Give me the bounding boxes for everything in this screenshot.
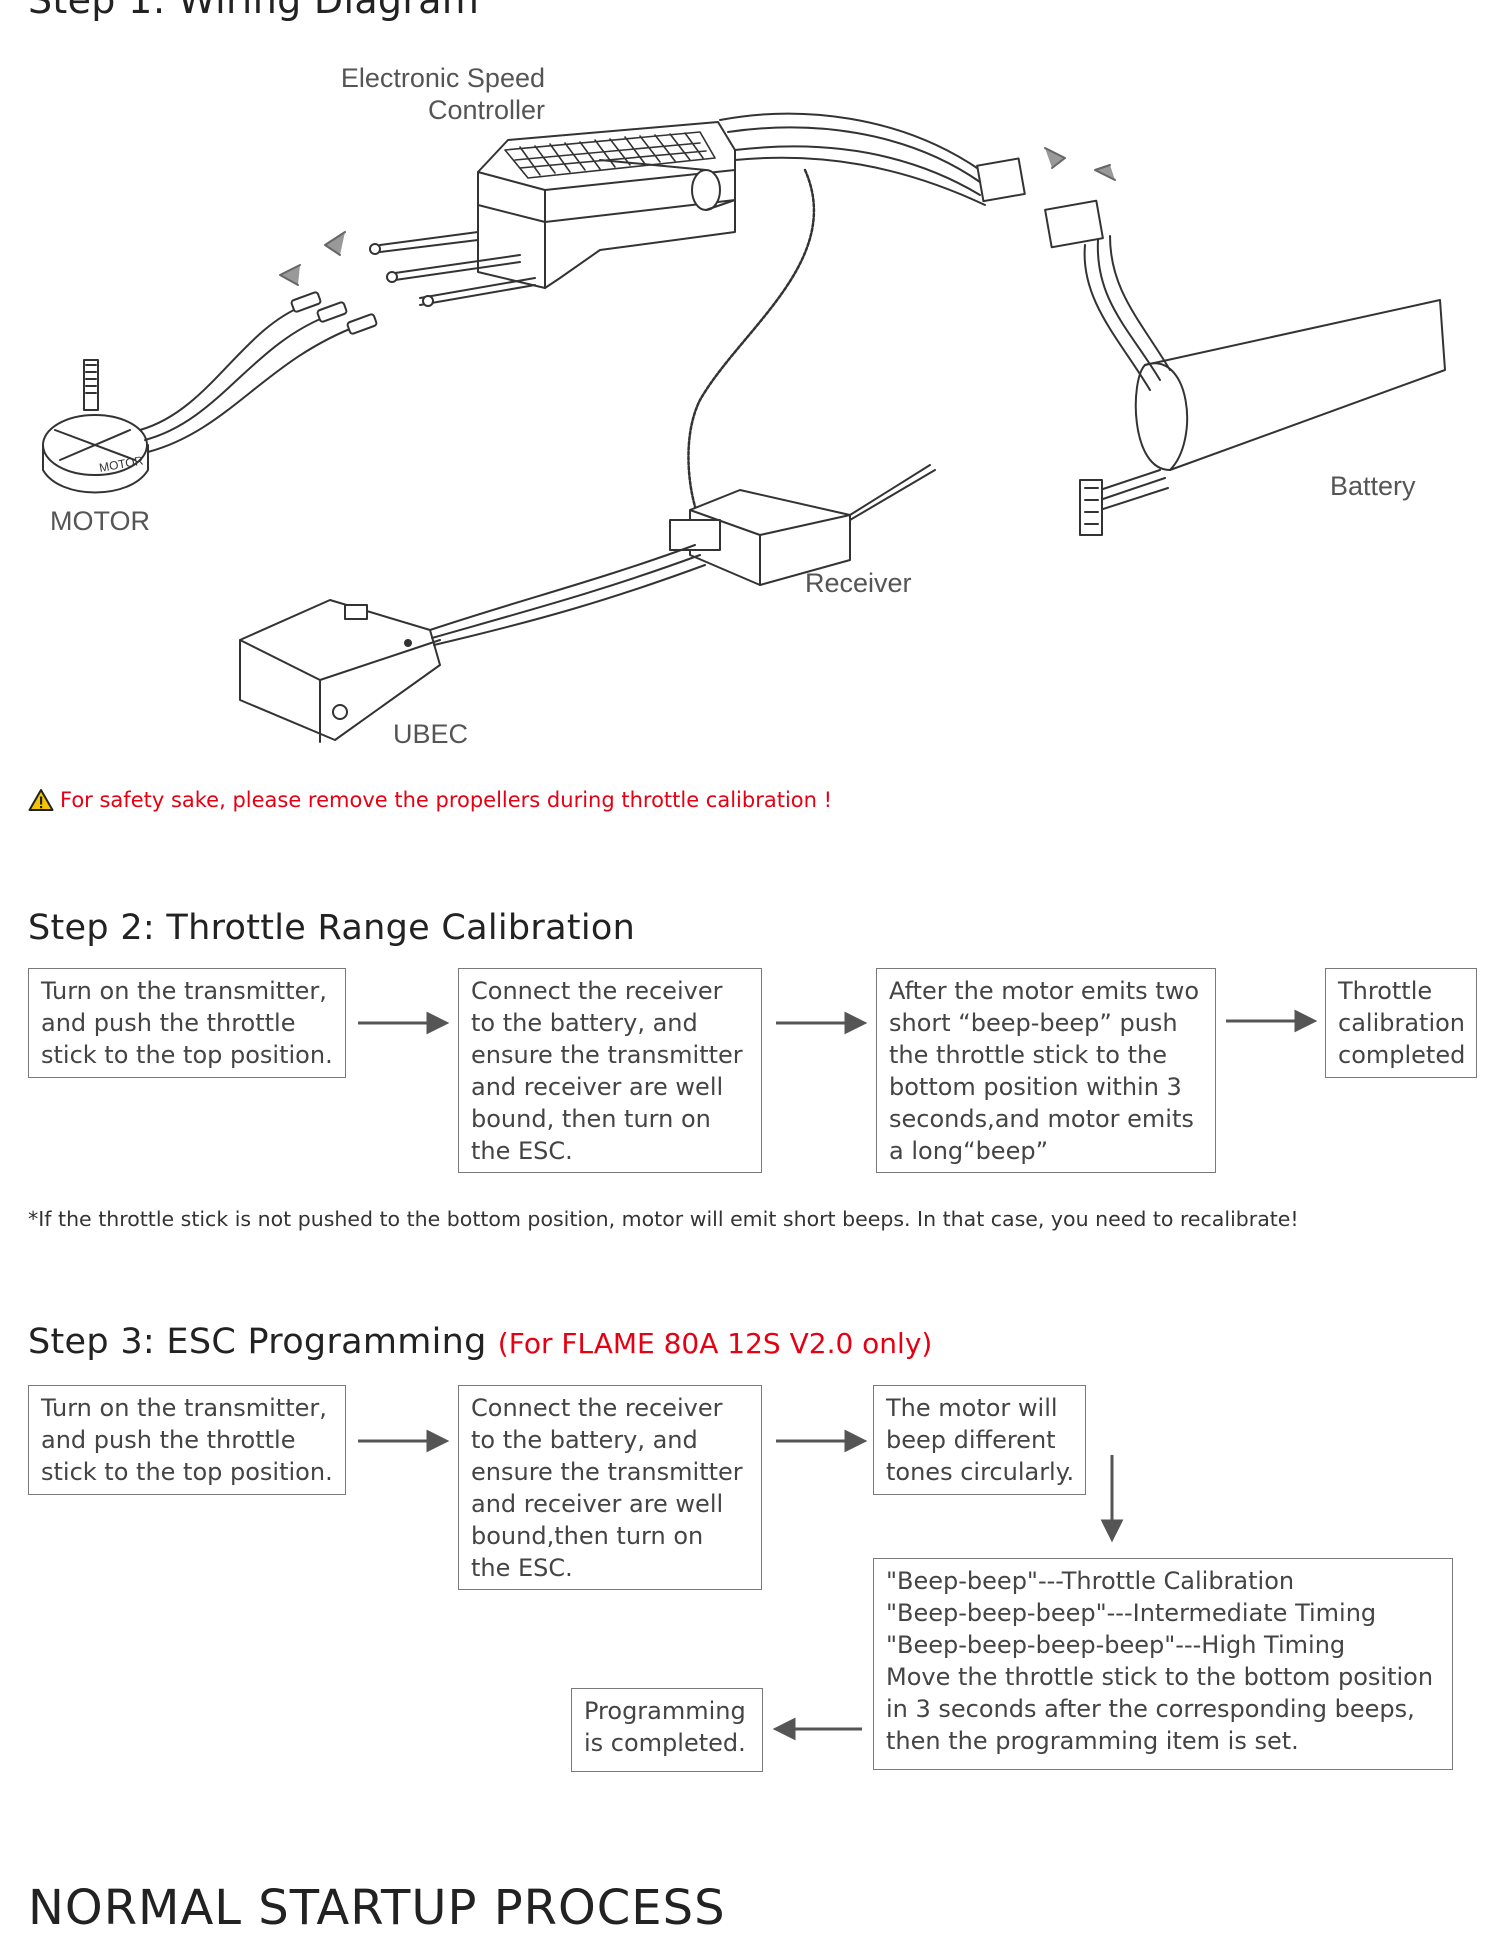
warning-triangle-icon: [28, 789, 54, 811]
step3-arrow-1: [358, 1429, 450, 1453]
safety-warning: For safety sake, please remove the prope…: [28, 788, 832, 812]
receiver-illustration: [669, 464, 936, 586]
step3-subtitle: (For FLAME 80A 12S V2.0 only): [497, 1327, 933, 1360]
step3-arrow-2: [776, 1429, 868, 1453]
step1-title: Step 1: Wiring Diagram: [28, 0, 480, 22]
step3-box-1: Turn on the transmitter,and push the thr…: [28, 1385, 346, 1495]
step3-arrow-down: [1100, 1455, 1124, 1543]
step2-title: Step 2: Throttle Range Calibration: [28, 908, 636, 948]
warning-text: For safety sake, please remove the prope…: [60, 788, 833, 812]
step2-arrow-2: [776, 1011, 868, 1035]
step3-title: Step 3: ESC Programming: [28, 1322, 487, 1362]
esc-label: Electronic Speed Controller: [340, 63, 545, 125]
wiring-diagram: MOTOR: [42, 112, 1446, 743]
normal-startup-title: NORMAL STARTUP PROCESS: [28, 1880, 726, 1936]
ubec-label: UBEC: [393, 719, 469, 749]
step3-box-4: "Beep-beep"---Throttle Calibration"Beep-…: [873, 1558, 1453, 1770]
motor-label: MOTOR: [50, 506, 150, 536]
esc-illustration: [369, 112, 986, 522]
step2-arrow-3: [1226, 1009, 1318, 1033]
step2-box-1: Turn on the transmitter,and push the thr…: [28, 968, 346, 1078]
battery-illustration: [1079, 235, 1446, 536]
receiver-label: Receiver: [805, 568, 912, 598]
step3-heading: Step 3: ESC Programming (For FLAME 80A 1…: [28, 1322, 932, 1362]
step2-arrow-1: [358, 1011, 450, 1035]
step3-arrow-left: [772, 1717, 862, 1741]
step2-note: *If the throttle stick is not pushed to …: [28, 1207, 1299, 1231]
motor-illustration: MOTOR: [42, 291, 378, 494]
ubec-illustration: [239, 544, 706, 743]
battery-label: Battery: [1330, 471, 1416, 501]
